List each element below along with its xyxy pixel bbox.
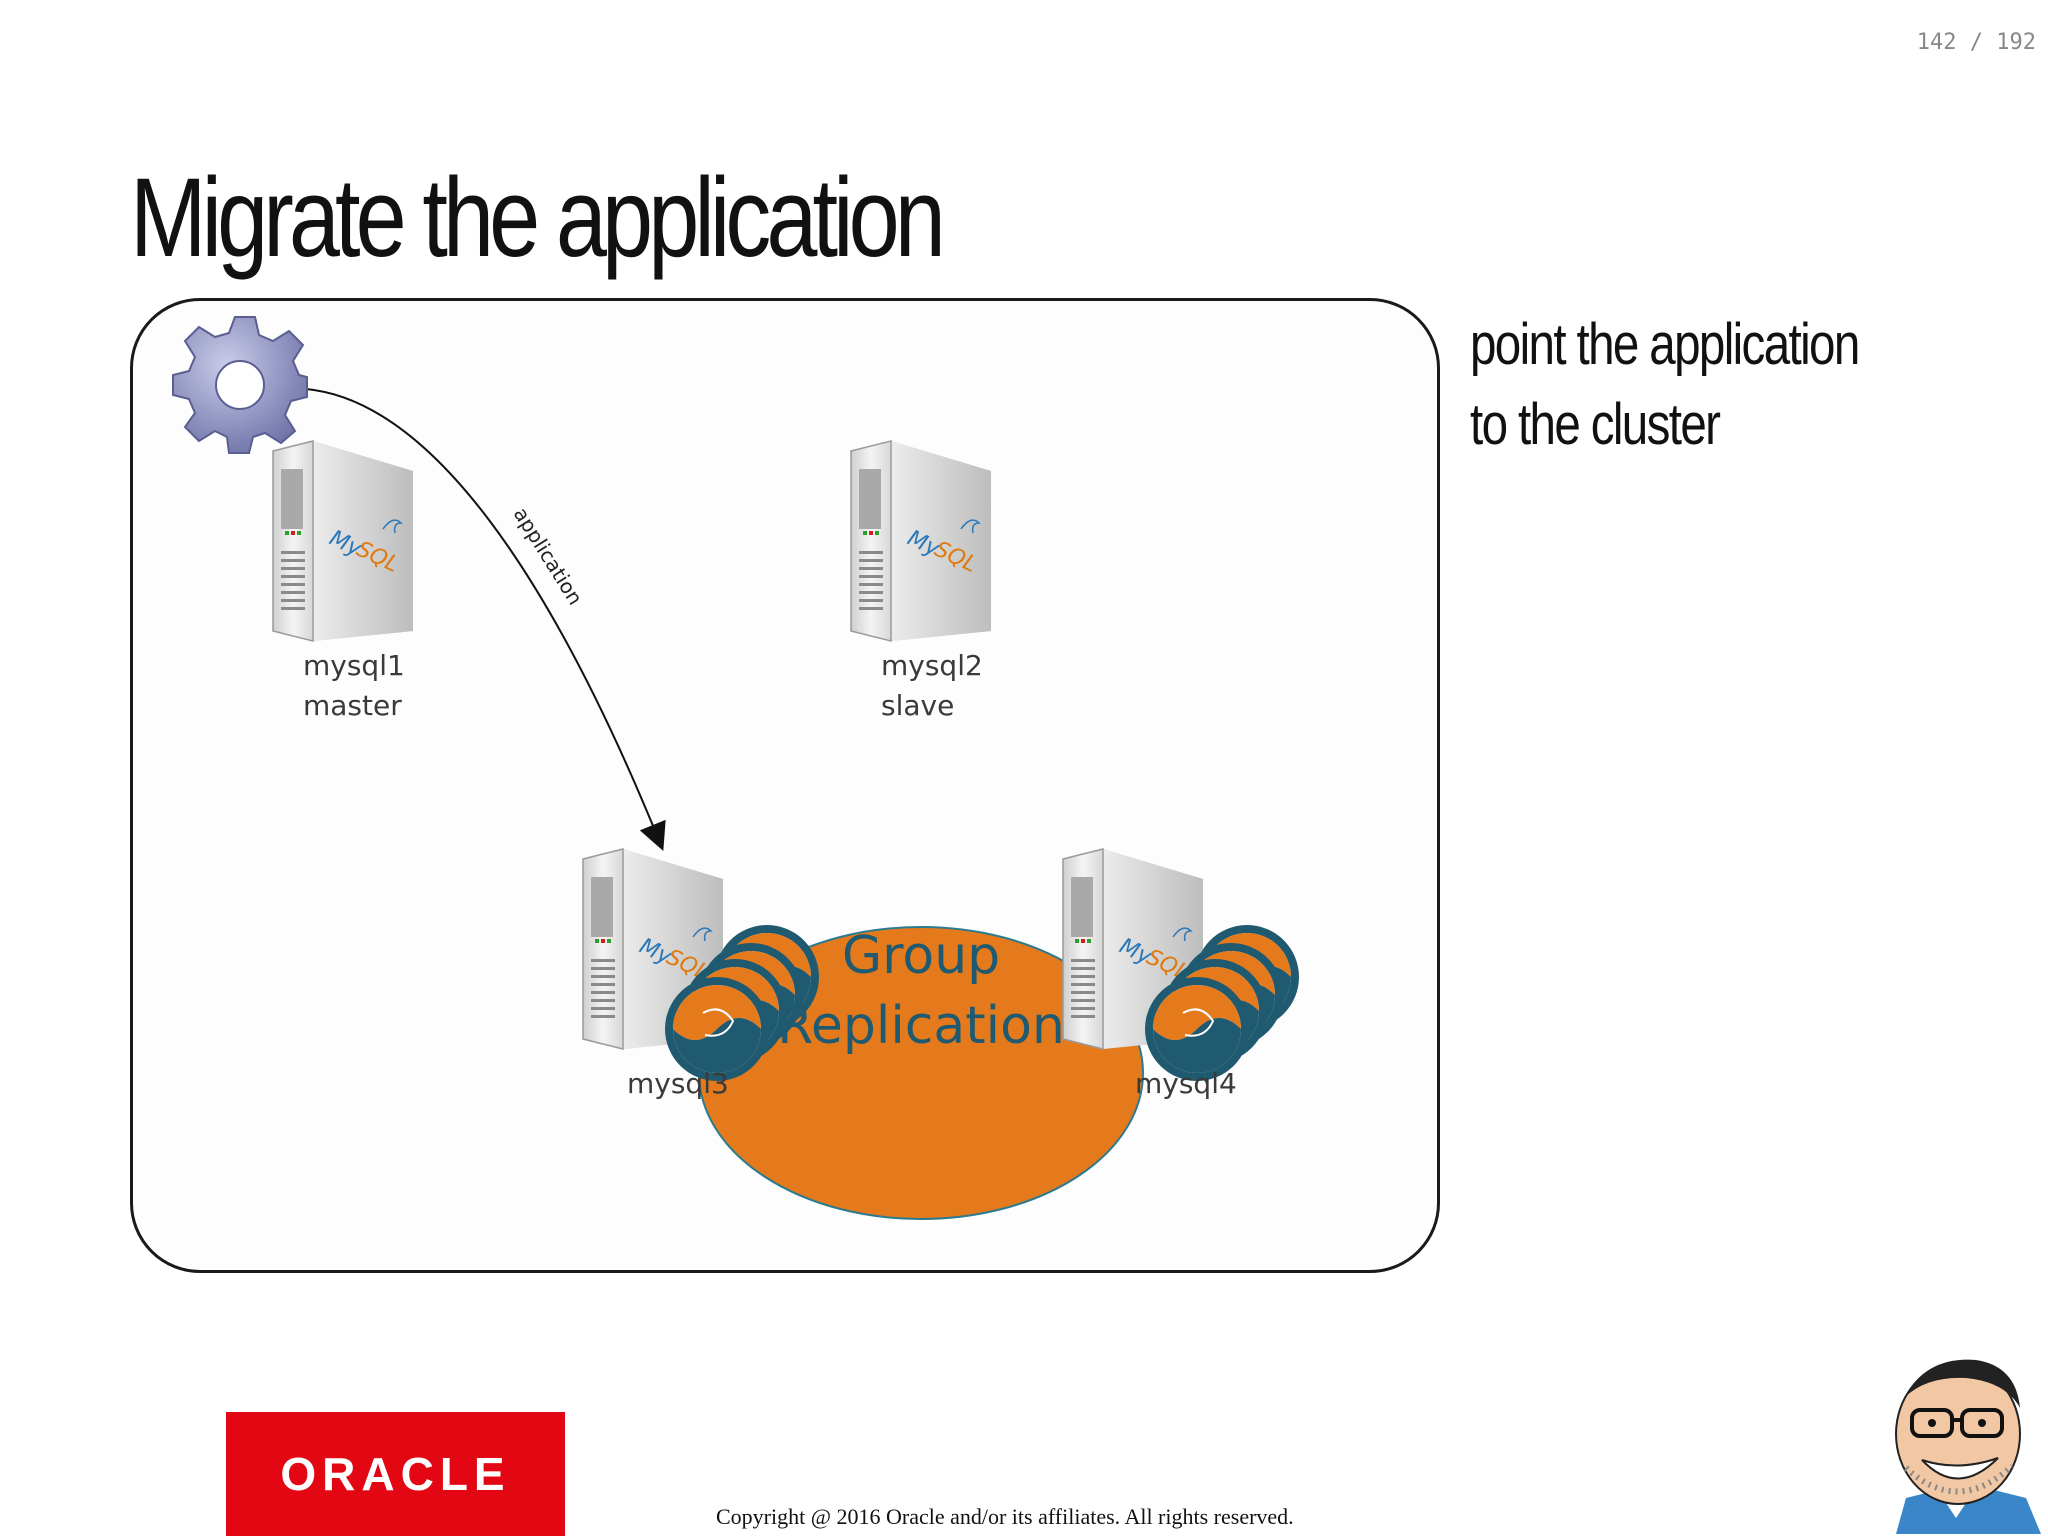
copyright-text: Copyright @ 2016 Oracle and/or its affil… bbox=[716, 1504, 1294, 1529]
node-name-mysql1: mysql1 bbox=[303, 649, 405, 682]
slide-title: Migrate the application bbox=[130, 155, 946, 280]
node-role-mysql1: master bbox=[303, 689, 402, 722]
node-label-mysql2: mysql2 slave bbox=[881, 646, 983, 726]
node-label-mysql3: mysql3 bbox=[627, 1064, 729, 1104]
server-icon-mysql1 bbox=[272, 440, 414, 642]
group-replication-label: Group Replication bbox=[711, 921, 1131, 1061]
side-note-line-1: point the application bbox=[1470, 312, 1860, 377]
architecture-diagram: My SQL bbox=[130, 298, 1440, 1273]
node-label-mysql1: mysql1 master bbox=[303, 646, 405, 726]
page-counter: 142 / 192 bbox=[1916, 30, 2036, 55]
presenter-caricature-avatar bbox=[1895, 1359, 2041, 1534]
node-name-mysql3: mysql3 bbox=[627, 1067, 729, 1100]
arrow-label: application bbox=[509, 503, 588, 609]
node-name-mysql2: mysql2 bbox=[881, 649, 983, 682]
side-note-line-2: to the cluster bbox=[1470, 392, 1721, 457]
diagram-canvas: My SQL bbox=[172, 316, 1300, 1220]
node-name-mysql4: mysql4 bbox=[1135, 1067, 1237, 1100]
application-arrow bbox=[305, 388, 666, 851]
gear-icon bbox=[172, 316, 308, 454]
node-role-mysql2: slave bbox=[881, 689, 955, 722]
server-icon-mysql2 bbox=[850, 440, 992, 642]
group-label-line-2: Replication bbox=[777, 996, 1065, 1056]
oracle-logo: ORACLE bbox=[226, 1412, 565, 1536]
oracle-logo-text: ORACLE bbox=[280, 1448, 511, 1500]
side-note: point the application to the cluster bbox=[1470, 305, 1896, 465]
group-label-line-1: Group bbox=[841, 926, 1001, 986]
node-label-mysql4: mysql4 bbox=[1135, 1064, 1237, 1104]
